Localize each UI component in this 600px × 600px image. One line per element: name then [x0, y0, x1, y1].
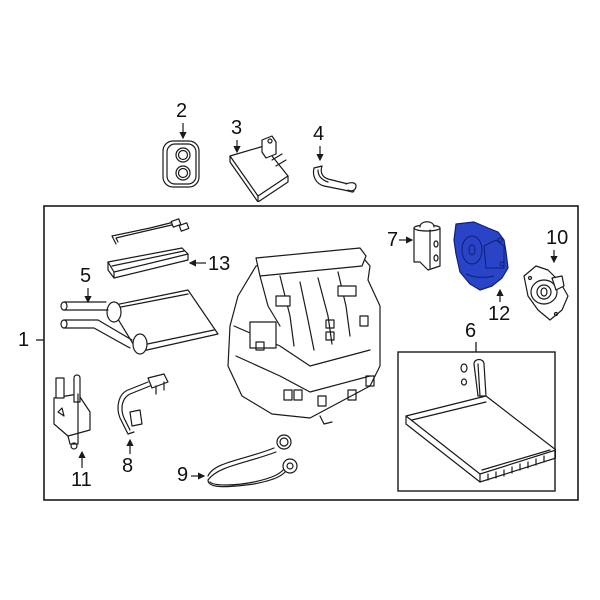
part-4-hose-clip[interactable]: [310, 160, 362, 198]
callout-1[interactable]: 1: [18, 329, 30, 351]
part-3-filter[interactable]: [224, 132, 294, 202]
callout-10[interactable]: 10: [546, 227, 569, 249]
callout-6[interactable]: 6: [465, 320, 477, 342]
part-10-blower-motor[interactable]: [520, 256, 572, 324]
part-8-wire-harness[interactable]: [112, 372, 172, 442]
part-2-grommet[interactable]: [160, 138, 206, 192]
part-13-heater-element[interactable]: [100, 218, 192, 282]
hvac-case-housing[interactable]: [220, 246, 390, 426]
part-11-actuator[interactable]: [50, 372, 100, 452]
callout-11[interactable]: 11: [71, 469, 92, 491]
callout-5[interactable]: 5: [80, 265, 92, 287]
part-5-heater-core[interactable]: [58, 284, 222, 356]
callout-2[interactable]: 2: [176, 100, 188, 122]
callout-3[interactable]: 3: [231, 117, 243, 139]
part-12-blower-housing-highlighted[interactable]: [452, 218, 512, 294]
part-6-evaporator-core[interactable]: [400, 356, 556, 490]
part-7-expansion-valve[interactable]: [410, 218, 446, 272]
part-9-sensor-wire[interactable]: [204, 428, 304, 490]
callout-12[interactable]: 12: [488, 303, 511, 325]
callout-7[interactable]: 7: [387, 229, 399, 251]
callout-13[interactable]: 13: [208, 253, 231, 275]
callout-4[interactable]: 4: [313, 123, 325, 145]
callout-9[interactable]: 9: [177, 464, 189, 486]
callout-8[interactable]: 8: [122, 455, 134, 477]
